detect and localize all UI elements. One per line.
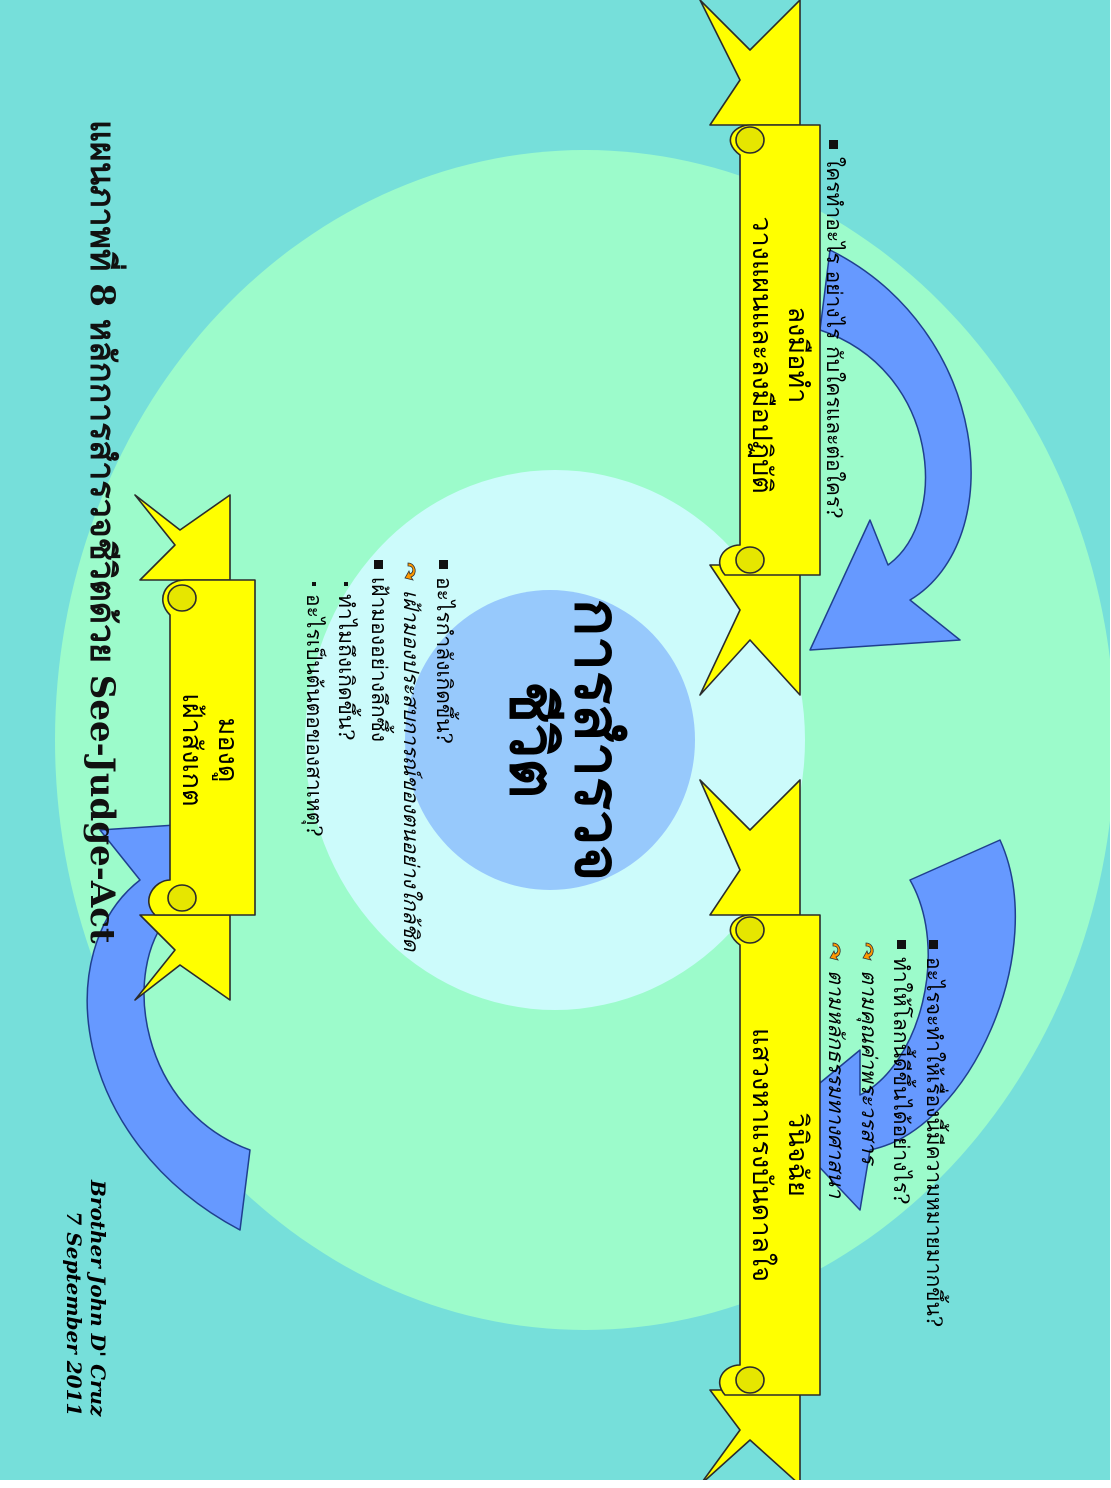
list-item: ตามคุณค่าพระวรสาร (852, 940, 885, 1460)
banner-see-shape (134, 494, 256, 1001)
square-bullet-icon (374, 560, 384, 569)
banner-judge-shape (699, 779, 821, 1480)
dot-bullet-icon (311, 582, 316, 586)
center-line2: ชีวิต (495, 681, 569, 799)
center-label: การสำรวจ ชีวิต (495, 590, 634, 890)
curved-arrow-icon (86, 819, 251, 1231)
author-name: Brother John D' Cruz (86, 1180, 110, 1417)
page-title: แผนภาพที่ 8 หลักการสำรวจชีวิตด้วย See-Ju… (82, 120, 122, 944)
see-bullets: อะไรกำลังเกิดขึ้น? เฝ้ามองประสบการณ์ของต… (297, 560, 460, 1060)
list-item: ตามหลักธรรมทางศาสนา (820, 940, 853, 1460)
author-date: 7 September 2011 (62, 1211, 86, 1417)
banner-see-line1: มองดู (212, 717, 243, 783)
banner-act-label: ลงมือทำ วางแผนและลงมือปฏิบัติ (742, 140, 815, 570)
list-item: เฝ้ามองอย่างลึกซึ้ง (362, 560, 395, 1060)
curved-orange-arrow-icon (862, 942, 874, 961)
banner-see-label: มองดู เฝ้าสังเกต (172, 600, 245, 900)
banner-judge-line1: วินิจฉัย (782, 1113, 813, 1197)
square-bullet-icon (896, 940, 906, 949)
banner-act-line2: วางแผนและลงมือปฏิบัติ (745, 216, 777, 494)
list-item: ทำไมถึงเกิดขึ้น? (330, 560, 363, 1060)
banner-judge-line2: แสวงหาแรงบันดาลใจ (745, 1027, 777, 1283)
banner-see-line2: เฝ้าสังเกต (175, 693, 207, 807)
judge-bullets: อะไรจะทำให้เรื่องนี้มีความหมายมากขึ้น? ท… (820, 940, 950, 1460)
author-credit: Brother John D' Cruz 7 September 2011 (62, 1180, 110, 1416)
list-item: ทำให้โลกนี้ดีขึ้นได้อย่างไร? (885, 940, 918, 1460)
list-item: อะไรเป็นต้นตอของสาเหตุ? (297, 560, 330, 1060)
list-item: อะไรจะทำให้เรื่องนี้มีความหมายมากขึ้น? (917, 940, 950, 1460)
banner-act-line1: ลงมือทำ (782, 306, 813, 404)
center-line1: การสำรวจ (561, 598, 634, 882)
curved-arrow-icon (809, 249, 972, 651)
curved-arrow-icon (774, 839, 1016, 1211)
list-item: ใครทำอะไร อย่างไร กับใครและต่อใคร? (817, 140, 850, 660)
list-item: เฝ้ามองประสบการณ์ของตนอย่างใกล้ชิด (395, 560, 428, 1060)
square-bullet-icon (829, 140, 839, 149)
list-item: อะไรกำลังเกิดขึ้น? (427, 560, 460, 1060)
curved-orange-arrow-icon (829, 942, 841, 961)
dot-bullet-icon (344, 582, 349, 586)
square-bullet-icon (439, 560, 449, 569)
act-bullets: ใครทำอะไร อย่างไร กับใครและต่อใคร? (817, 140, 850, 660)
banner-act-shape (699, 0, 821, 696)
curved-orange-arrow-icon (404, 562, 416, 581)
square-bullet-icon (929, 940, 939, 949)
banner-judge-label: วินิจฉัย แสวงหาแรงบันดาลใจ (742, 930, 815, 1380)
